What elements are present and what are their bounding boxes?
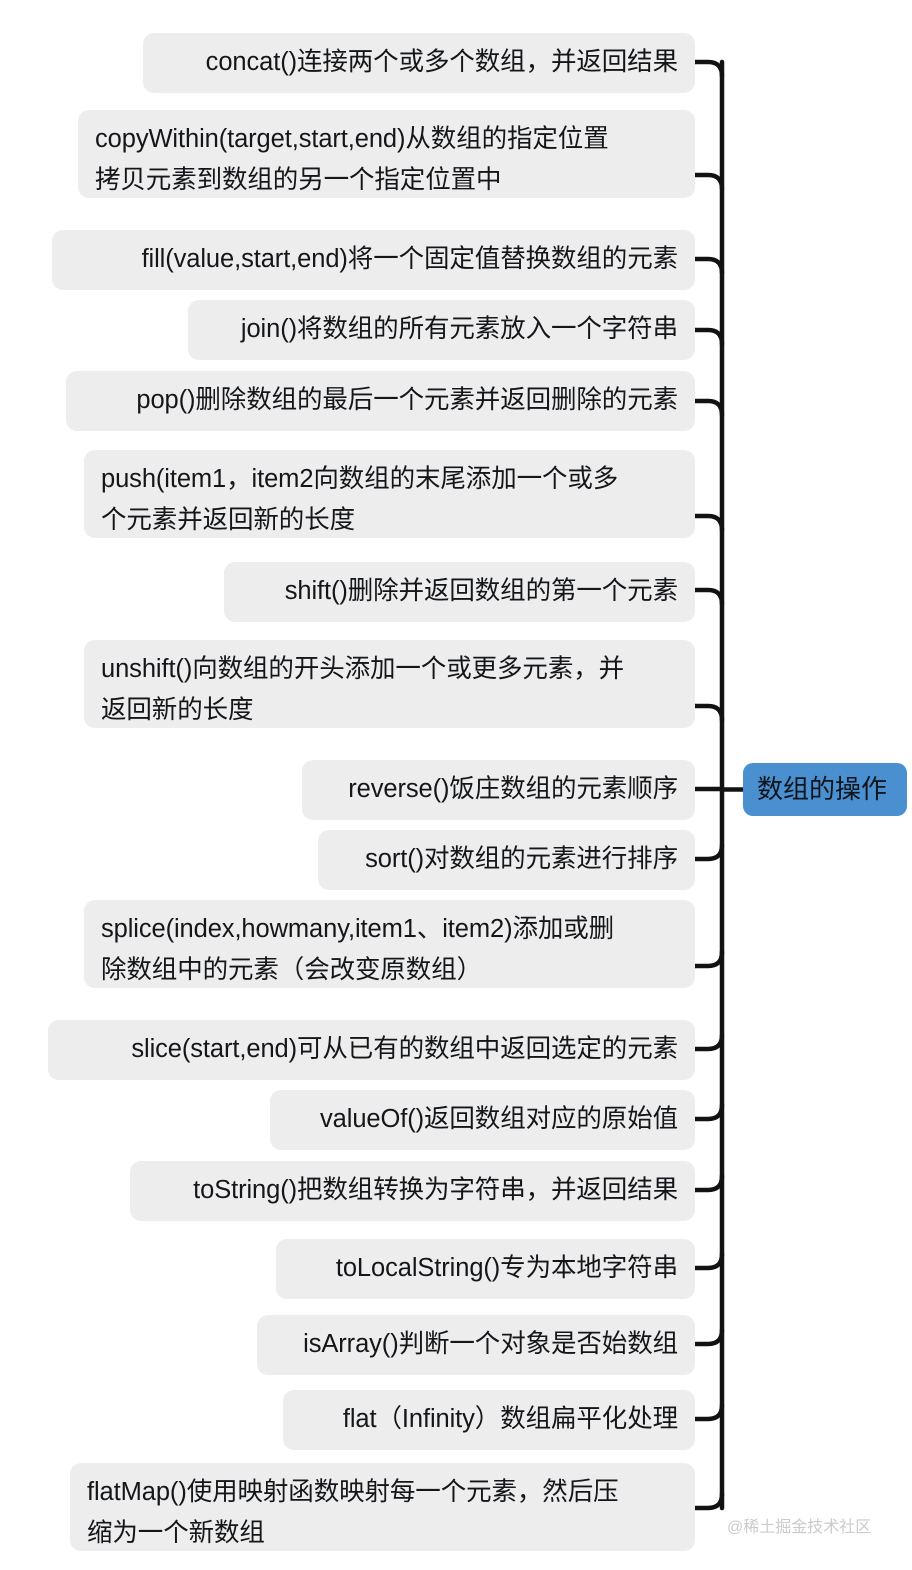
connector-branch-join <box>692 327 725 347</box>
branch-node-valueOf[interactable]: valueOf()返回数组对应的原始值 <box>270 1090 695 1150</box>
branch-node-label: shift()删除并返回数组的第一个元素 <box>284 577 678 605</box>
connector-branch-toLocalString <box>692 1251 725 1271</box>
branch-node-label: flat（Infinity）数组扁平化处理 <box>342 1405 678 1433</box>
connector-branch-splice <box>692 949 725 969</box>
connector-branch-sort <box>692 842 725 862</box>
connector-branch-shift <box>692 587 725 607</box>
branch-node-label: reverse()饭庄数组的元素顺序 <box>348 775 678 803</box>
branch-node-sort[interactable]: sort()对数组的元素进行排序 <box>318 830 695 890</box>
watermark: @稀土掘金技术社区 <box>727 1519 872 1536</box>
branch-node-label: slice(start,end)可从已有的数组中返回选定的元素 <box>131 1035 678 1063</box>
branch-node-label: toString()把数组转换为字符串，并返回结果 <box>193 1176 678 1204</box>
branch-node-label: pop()删除数组的最后一个元素并返回删除的元素 <box>136 386 678 414</box>
root-node-label: 数组的操作 <box>757 774 888 804</box>
branch-node-copyWithin[interactable]: copyWithin(target,start,end)从数组的指定位置 拷贝元… <box>78 110 695 198</box>
connector-branch-isArray <box>692 1327 725 1347</box>
connector-branch-concat <box>692 59 725 79</box>
branch-node-label: push(item1，item2向数组的末尾添加一个或多 个元素并返回新的长度 <box>101 465 619 534</box>
branch-node-label: toLocalString()专为本地字符串 <box>335 1254 678 1282</box>
connector-branch-toString <box>692 1173 725 1193</box>
branch-node-shift[interactable]: shift()删除并返回数组的第一个元素 <box>224 562 695 622</box>
branch-node-label: fill(value,start,end)将一个固定值替换数组的元素 <box>141 245 679 273</box>
branch-node-unshift[interactable]: unshift()向数组的开头添加一个或更多元素，并 返回新的长度 <box>84 640 695 728</box>
connector-branch-pop <box>692 398 725 418</box>
connector-branch-fill <box>692 256 725 276</box>
branch-node-label: concat()连接两个或多个数组，并返回结果 <box>205 48 678 76</box>
branch-node-pop[interactable]: pop()删除数组的最后一个元素并返回删除的元素 <box>66 371 695 431</box>
connector-branch-copyWithin <box>692 172 725 192</box>
branch-node-label: join()将数组的所有元素放入一个字符串 <box>240 315 678 343</box>
branch-node-join[interactable]: join()将数组的所有元素放入一个字符串 <box>188 300 695 360</box>
branch-node-label: sort()对数组的元素进行排序 <box>365 845 678 873</box>
branch-node-label: valueOf()返回数组对应的原始值 <box>320 1105 678 1133</box>
branch-node-reverse[interactable]: reverse()饭庄数组的元素顺序 <box>302 760 695 820</box>
branch-node-slice[interactable]: slice(start,end)可从已有的数组中返回选定的元素 <box>48 1020 695 1080</box>
connector-branch-slice <box>692 1032 725 1052</box>
branch-node-label: isArray()判断一个对象是否始数组 <box>303 1330 678 1358</box>
branch-node-fill[interactable]: fill(value,start,end)将一个固定值替换数组的元素 <box>52 230 695 290</box>
branch-node-splice[interactable]: splice(index,howmany,item1、item2)添加或删 除数… <box>84 900 695 988</box>
branch-node-label: unshift()向数组的开头添加一个或更多元素，并 返回新的长度 <box>101 655 625 724</box>
branch-node-isArray[interactable]: isArray()判断一个对象是否始数组 <box>257 1315 695 1375</box>
connector-branch-flatMap <box>692 1491 725 1511</box>
root-node[interactable]: 数组的操作 <box>743 763 907 816</box>
branch-node-toLocalString[interactable]: toLocalString()专为本地字符串 <box>276 1239 695 1299</box>
branch-node-flat[interactable]: flat（Infinity）数组扁平化处理 <box>283 1390 695 1450</box>
connector-branch-valueOf <box>692 1102 725 1122</box>
branch-node-concat[interactable]: concat()连接两个或多个数组，并返回结果 <box>143 33 695 93</box>
branch-node-label: splice(index,howmany,item1、item2)添加或删 除数… <box>101 915 615 984</box>
branch-node-toString[interactable]: toString()把数组转换为字符串，并返回结果 <box>130 1161 695 1221</box>
branch-node-label: flatMap()使用映射函数映射每一个元素，然后压 缩为一个新数组 <box>87 1478 619 1547</box>
connector-branch-flat <box>692 1402 725 1422</box>
connector-branch-unshift <box>692 703 725 723</box>
branch-node-push[interactable]: push(item1，item2向数组的末尾添加一个或多 个元素并返回新的长度 <box>84 450 695 538</box>
branch-node-label: copyWithin(target,start,end)从数组的指定位置 拷贝元… <box>95 125 609 194</box>
connector-branch-push <box>692 513 725 533</box>
branch-node-flatMap[interactable]: flatMap()使用映射函数映射每一个元素，然后压 缩为一个新数组 <box>70 1463 695 1551</box>
